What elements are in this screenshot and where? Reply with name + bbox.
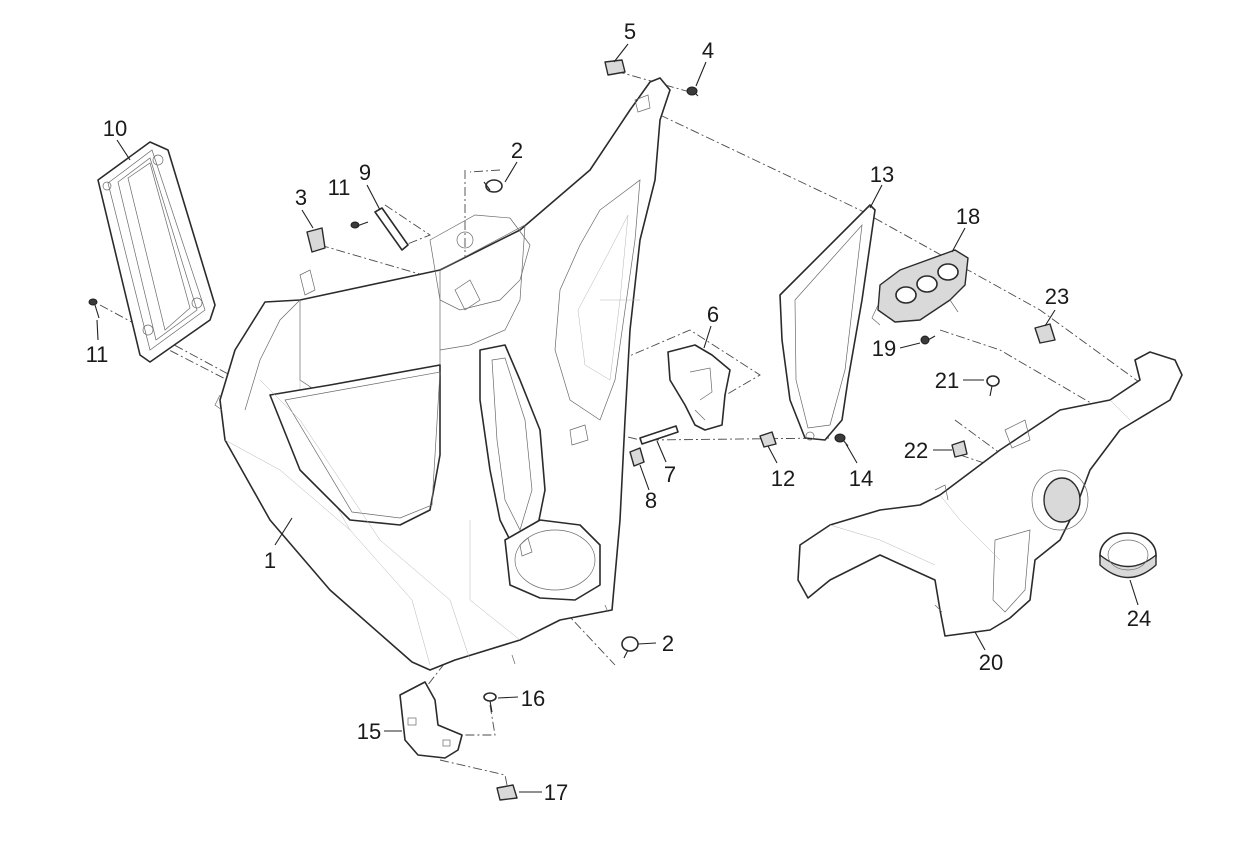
- callout-8: 8: [645, 488, 657, 513]
- part-7-pin: [639, 425, 679, 445]
- callout-16: 16: [521, 686, 545, 711]
- callout-12: 12: [771, 466, 795, 491]
- part-12-nut: [759, 431, 777, 448]
- callout-11-left: 11: [86, 342, 109, 367]
- callout-3: 3: [295, 185, 307, 210]
- callout-1: 1: [264, 548, 276, 573]
- part-20-rear-cover: [797, 351, 1183, 637]
- callout-5: 5: [624, 19, 636, 44]
- callout-20: 20: [979, 650, 1003, 675]
- part-1-leg-shield: [214, 77, 671, 671]
- callout-14: 14: [849, 466, 873, 491]
- callout-11-upper: 11: [328, 175, 351, 200]
- part-14-screw: [834, 433, 849, 447]
- callout-2-upper: 2: [511, 138, 523, 163]
- callout-labels: 1 2 2 3 4 5 6 7 8 9 10 11 11 12 13 14 15…: [86, 19, 1152, 805]
- part-3-clip: [306, 227, 326, 253]
- callout-leaders: [96, 43, 1139, 793]
- part-6-bracket: [667, 344, 731, 431]
- part-11-screw-left: [88, 298, 100, 319]
- part-17-nut: [496, 784, 518, 801]
- part-18-switch-panel: [871, 249, 969, 326]
- callout-7: 7: [664, 462, 676, 487]
- part-21-screw: [986, 375, 1000, 397]
- part-19-screw: [920, 335, 936, 345]
- callout-21: 21: [935, 368, 959, 393]
- callout-18: 18: [956, 204, 980, 229]
- part-2-screw-upper: [483, 179, 503, 193]
- part-2-screw-lower: [621, 636, 639, 659]
- callout-23: 23: [1045, 284, 1069, 309]
- hardware: [88, 59, 1056, 801]
- callout-24: 24: [1127, 606, 1151, 631]
- part-13-side-panel: [779, 204, 876, 441]
- callout-22: 22: [904, 438, 928, 463]
- part-16-screw: [483, 692, 497, 713]
- callout-15: 15: [357, 719, 381, 744]
- part-8-clip: [629, 447, 645, 467]
- callout-19: 19: [872, 336, 896, 361]
- part-10-grille: [97, 141, 216, 363]
- callout-2-lower: 2: [662, 631, 674, 656]
- callout-6: 6: [707, 302, 719, 327]
- part-22-nut: [951, 440, 968, 458]
- part-4-screw: [686, 86, 699, 97]
- callout-10: 10: [103, 116, 127, 141]
- part-15-lower-bracket: [399, 681, 463, 759]
- callout-9: 9: [359, 160, 371, 185]
- part-11-screw-upper: [350, 221, 369, 229]
- callout-4: 4: [702, 38, 714, 63]
- part-9-rod: [374, 207, 409, 251]
- callout-17: 17: [544, 780, 568, 805]
- part-23-clip: [1034, 323, 1056, 344]
- part-5-clip: [604, 59, 626, 76]
- part-24-ring: [1099, 532, 1157, 579]
- callout-13: 13: [870, 162, 894, 187]
